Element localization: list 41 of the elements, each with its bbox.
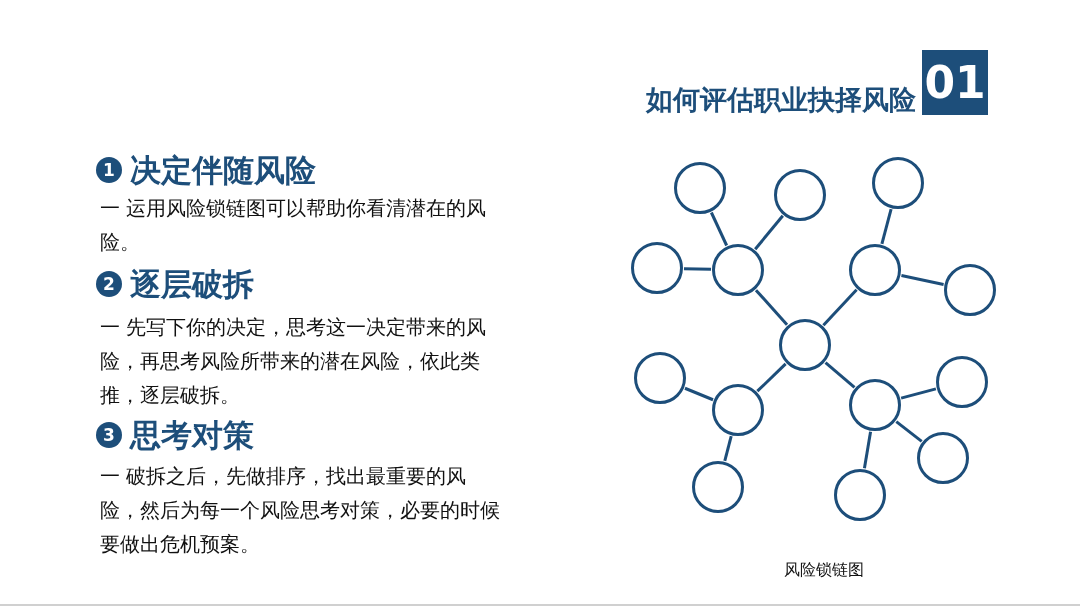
risk-circle [872, 157, 924, 209]
risk-circle [674, 162, 726, 214]
risk-circle [834, 469, 886, 521]
risk-circle [779, 319, 831, 371]
connector-line [710, 211, 728, 247]
number-badge: 3 [96, 422, 122, 448]
risk-circle [849, 379, 901, 431]
risk-circle [634, 352, 686, 404]
connector-line [754, 289, 789, 326]
section-heading: 逐层破拆 [130, 265, 254, 304]
connector-line [723, 435, 733, 462]
risk-circle [692, 461, 744, 513]
connector-line [822, 288, 858, 327]
chart-caption: 风险锁链图 [784, 560, 864, 581]
connector-line [900, 387, 937, 400]
connector-line [684, 386, 714, 402]
body-text: 一 先写下你的决定，思考这一决定带来的风险，再思考风险所带来的潜在风险，依此类推，逐层破拆。 [100, 315, 488, 409]
section-heading: 思考对策 [130, 416, 254, 455]
risk-circle [944, 264, 996, 316]
number-badge: 1 [96, 157, 122, 183]
connector-line [901, 274, 944, 286]
connector-line [754, 214, 784, 251]
connector-line [824, 361, 856, 389]
section-heading: 决定伴随风险 [130, 151, 316, 190]
risk-circle [849, 244, 901, 296]
number-badge: 2 [96, 271, 122, 297]
body-text: 一 破拆之后，先做排序，找出最重要的风险，然后为每一个风险思考对策，必要的时候要做出危机预案。 [100, 464, 500, 558]
connector-line [862, 431, 873, 469]
section-number: 01 [922, 50, 988, 115]
risk-circle [917, 432, 969, 484]
risk-circle [774, 169, 826, 221]
connector-line [756, 362, 787, 393]
connector-line [895, 420, 923, 443]
body-text: 一 运用风险锁链图可以帮助你看清潜在的风险。 [100, 196, 488, 256]
title: 如何评估职业抉择风险 [646, 83, 916, 117]
risk-circle [936, 356, 988, 408]
risk-circle [712, 384, 764, 436]
risk-circle [712, 244, 764, 296]
connector-line [683, 267, 712, 271]
risk-circle [631, 242, 683, 294]
connector-line [880, 208, 893, 245]
